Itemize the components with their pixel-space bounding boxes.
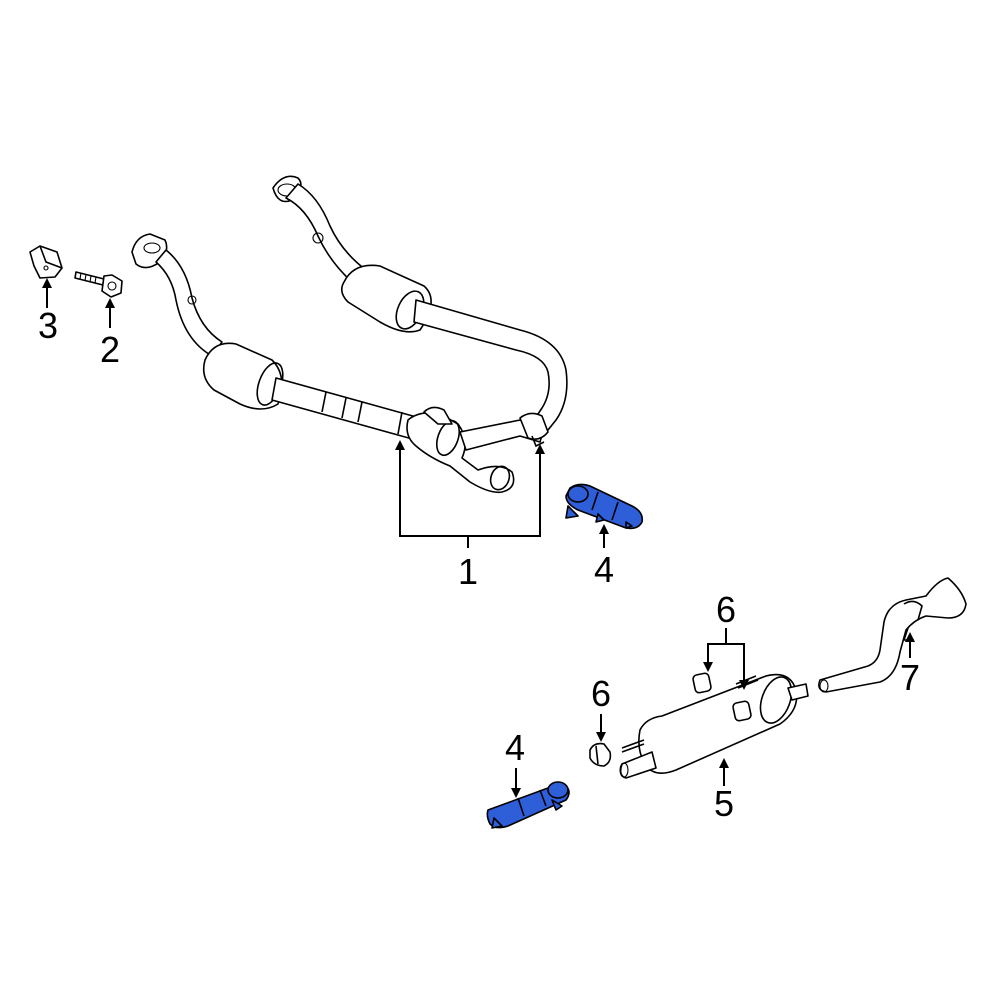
callout-3: 3 bbox=[38, 305, 58, 346]
callout-7: 7 bbox=[900, 657, 920, 698]
part-6-hanger-mid-a[interactable] bbox=[692, 672, 712, 694]
callout-4-upper: 4 bbox=[594, 549, 614, 590]
callout-6-left: 6 bbox=[591, 673, 611, 714]
callout-6-upper: 6 bbox=[716, 589, 736, 630]
part-6-hanger-mid-b[interactable] bbox=[732, 700, 752, 722]
part-1-front-pipe-assembly[interactable] bbox=[131, 175, 568, 494]
callout-5: 5 bbox=[714, 783, 734, 824]
part-7-tailpipe[interactable] bbox=[818, 577, 967, 693]
part-2-bolt[interactable] bbox=[74, 271, 123, 298]
callout-4-lower: 4 bbox=[505, 727, 525, 768]
part-5-muffler[interactable] bbox=[619, 673, 809, 779]
callout-1: 1 bbox=[458, 551, 478, 592]
part-4-clamp-lower[interactable] bbox=[486, 781, 570, 829]
leader-lines bbox=[42, 278, 915, 798]
part-4-clamp-upper[interactable] bbox=[565, 483, 644, 530]
callout-2: 2 bbox=[100, 329, 120, 370]
part-3-bracket[interactable] bbox=[29, 245, 63, 279]
part-6-hanger-left[interactable] bbox=[589, 742, 612, 767]
